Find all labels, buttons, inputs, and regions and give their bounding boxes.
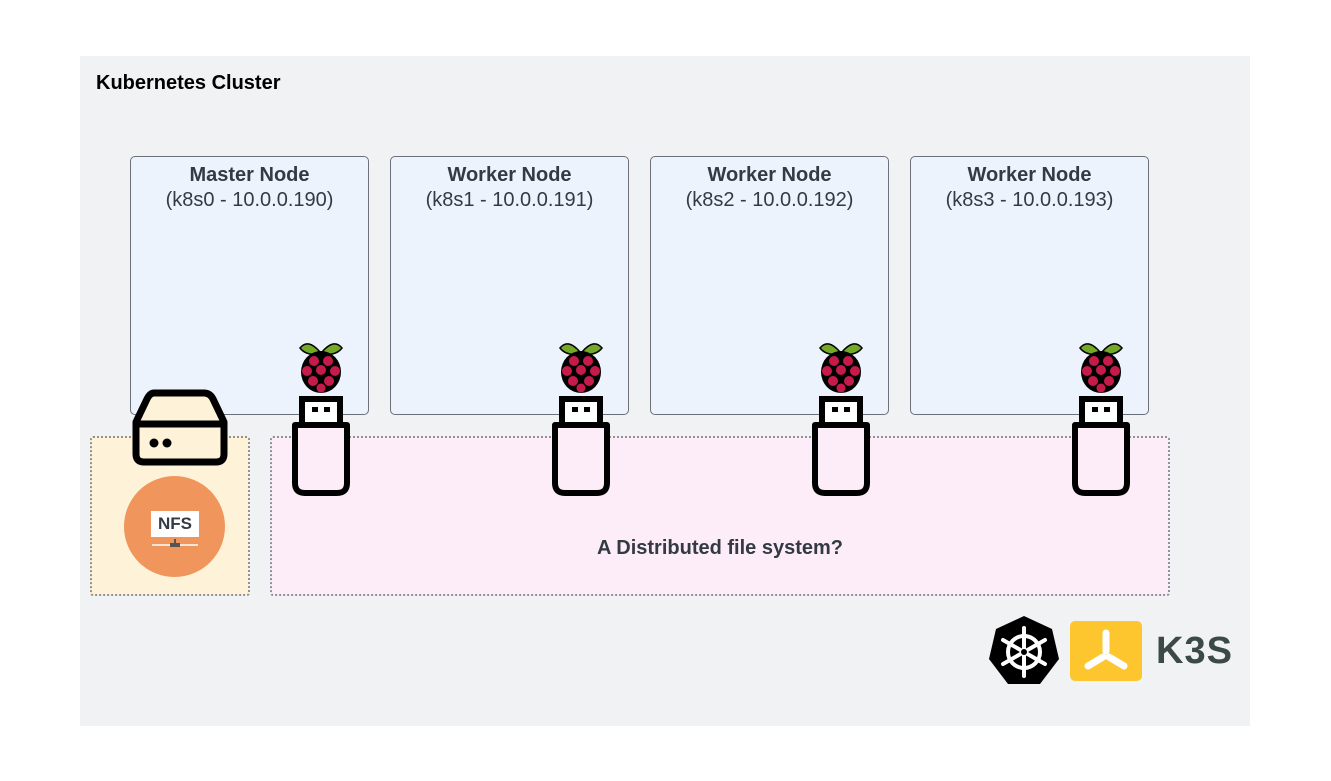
k3s-wordmark: K3S: [1156, 630, 1233, 672]
node-role: Worker Node: [707, 164, 832, 186]
usb-stick-icon: [292, 396, 350, 496]
distributed-fs-zone: [270, 436, 1170, 596]
hard-drive-icon: [132, 389, 228, 466]
distributed-fs-label: A Distributed file system?: [597, 537, 843, 559]
node-role: Worker Node: [967, 164, 1092, 186]
cluster-title: Kubernetes Cluster: [96, 72, 281, 94]
kubernetes-logo-icon: [989, 616, 1059, 684]
node-host: (k8s1 - 10.0.0.191): [425, 189, 594, 211]
node-role: Worker Node: [447, 164, 572, 186]
node-host: (k8s0 - 10.0.0.190): [165, 189, 334, 211]
raspberry-pi-usb-3: [1072, 343, 1130, 496]
raspberry-pi-usb-1: [552, 343, 610, 496]
usb-stick-icon: [812, 396, 870, 496]
raspberry-pi-icon: [299, 343, 343, 393]
raspberry-pi-icon: [819, 343, 863, 393]
usb-stick-icon: [1072, 396, 1130, 496]
k3s-logo-icon: [1070, 621, 1142, 681]
node-host: (k8s3 - 10.0.0.193): [945, 189, 1114, 211]
raspberry-pi-usb-2: [812, 343, 870, 496]
node-host: (k8s2 - 10.0.0.192): [685, 189, 854, 211]
raspberry-pi-icon: [1079, 343, 1123, 393]
raspberry-pi-usb-0: [292, 343, 350, 496]
nfs-label: NFS: [151, 511, 199, 537]
raspberry-pi-icon: [559, 343, 603, 393]
network-icon: [152, 539, 198, 547]
usb-stick-icon: [552, 396, 610, 496]
node-role: Master Node: [189, 164, 310, 186]
